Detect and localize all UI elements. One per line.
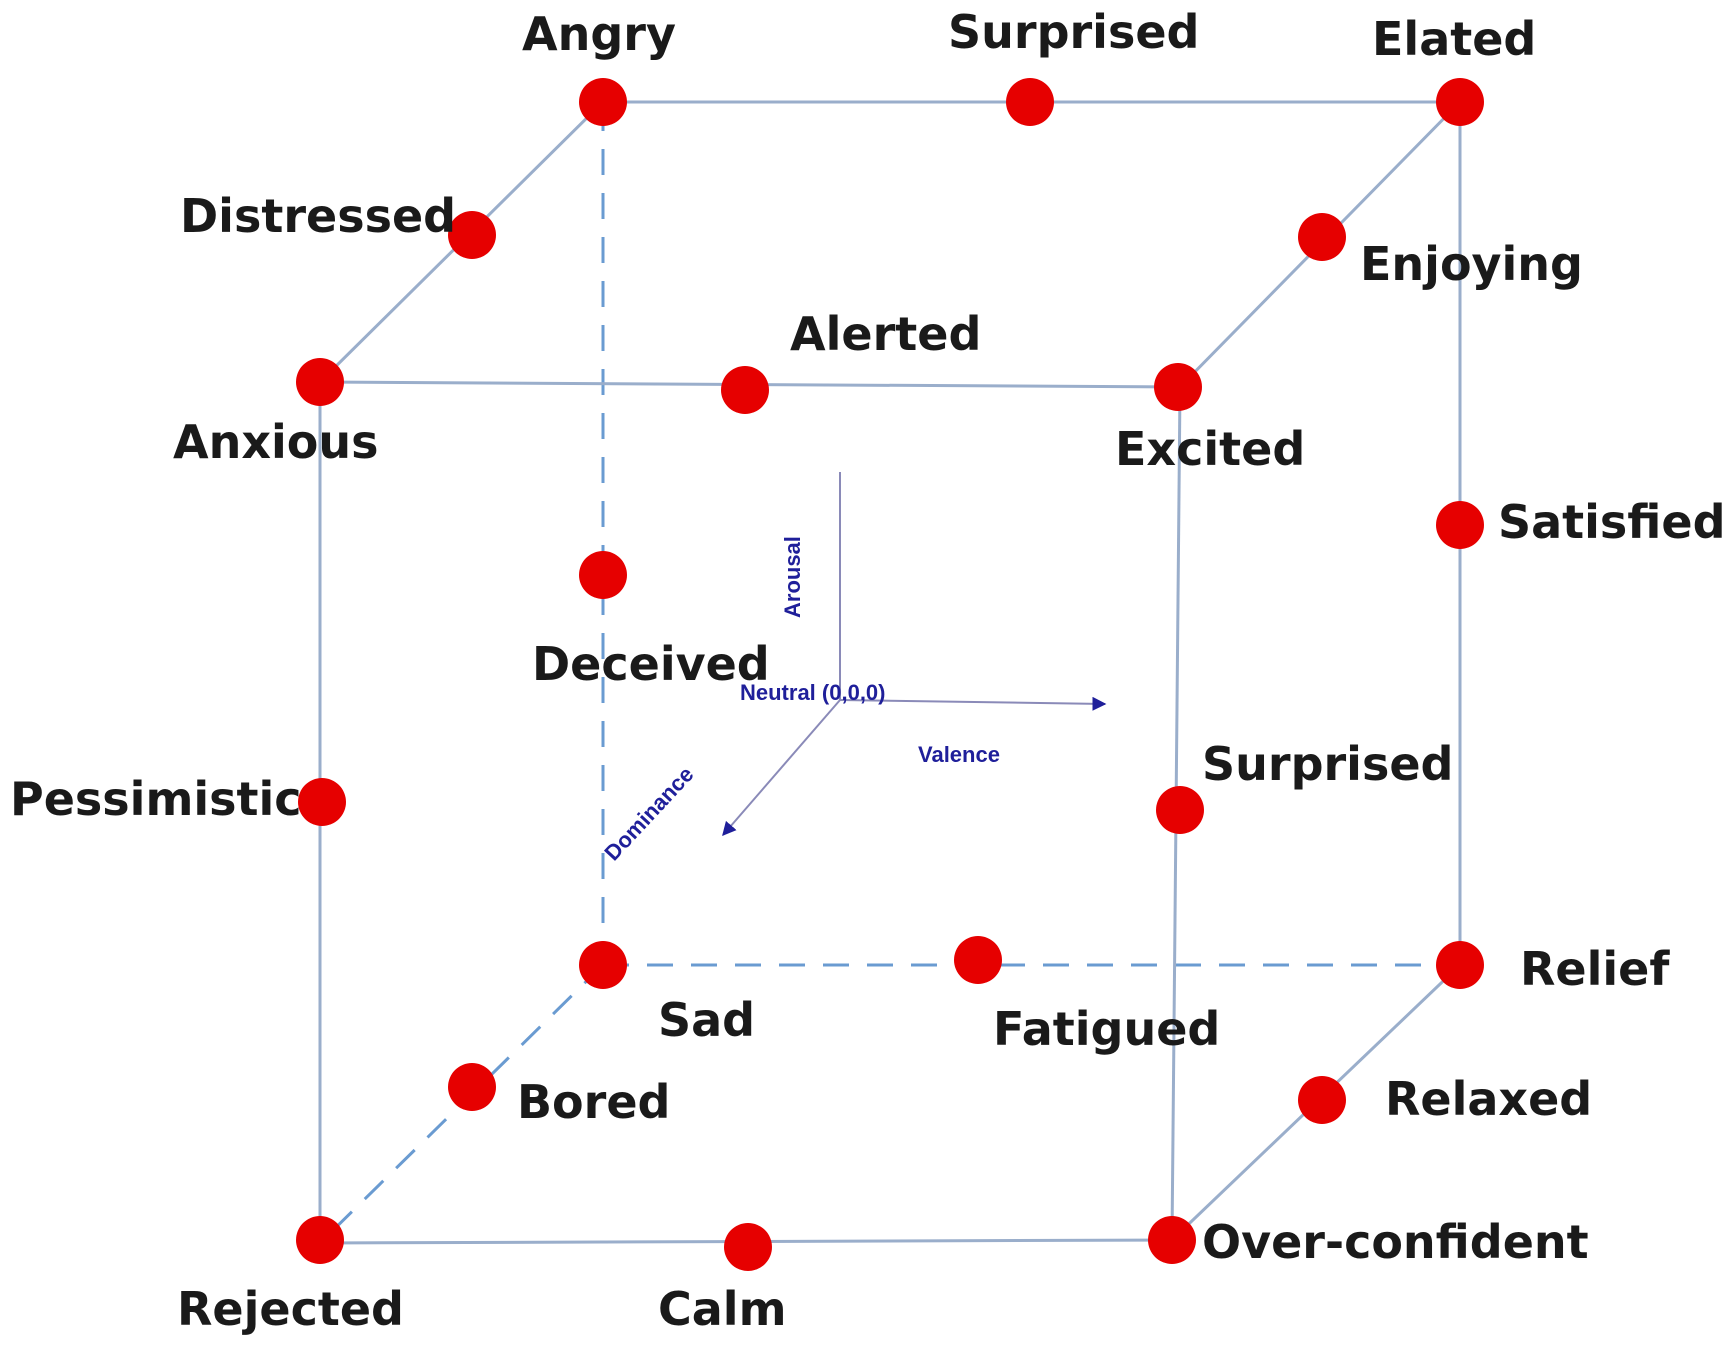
node-sad bbox=[579, 941, 627, 989]
label-relaxed: Relaxed bbox=[1385, 1072, 1592, 1126]
label-bored: Bored bbox=[517, 1075, 670, 1129]
label-relief: Relief bbox=[1520, 942, 1670, 996]
node-pessimistic bbox=[298, 778, 346, 826]
node-relief bbox=[1436, 941, 1484, 989]
dominance-axis-label: Dominance bbox=[599, 762, 698, 866]
node-enjoying bbox=[1298, 213, 1346, 261]
node-anxious bbox=[296, 358, 344, 406]
node-surprised-front bbox=[1156, 786, 1204, 834]
node-relaxed bbox=[1298, 1076, 1346, 1124]
label-satisfied: Satisfied bbox=[1498, 495, 1724, 549]
node-rejected bbox=[296, 1216, 344, 1264]
node-excited bbox=[1154, 363, 1202, 411]
node-distressed bbox=[448, 211, 496, 259]
label-sad: Sad bbox=[658, 993, 755, 1047]
node-surprised-top bbox=[1006, 78, 1054, 126]
dominance-axis-line bbox=[722, 699, 841, 837]
visible-edges bbox=[318, 100, 1462, 1245]
label-deceived: Deceived bbox=[532, 637, 770, 691]
node-satisfied bbox=[1436, 501, 1484, 549]
label-elated: Elated bbox=[1372, 12, 1536, 66]
label-rejected: Rejected bbox=[177, 1282, 404, 1336]
label-excited: Excited bbox=[1115, 422, 1305, 476]
label-enjoying: Enjoying bbox=[1360, 237, 1583, 291]
emotion-nodes bbox=[296, 78, 1484, 1271]
valence-axis-label: Valence bbox=[918, 742, 1000, 767]
label-fatigued: Fatigued bbox=[993, 1002, 1220, 1056]
node-elated bbox=[1436, 78, 1484, 126]
label-surprised-front: Surprised bbox=[1202, 737, 1453, 791]
node-alerted bbox=[721, 366, 769, 414]
arousal-axis-label: Arousal bbox=[780, 536, 805, 618]
label-distressed: Distressed bbox=[180, 189, 456, 243]
node-calm bbox=[724, 1223, 772, 1271]
node-over-confident bbox=[1148, 1216, 1196, 1264]
label-alerted: Alerted bbox=[790, 307, 981, 361]
valence-axis-line bbox=[839, 696, 1107, 711]
label-surprised-top: Surprised bbox=[948, 5, 1199, 59]
label-over-confident: Over-confident bbox=[1202, 1215, 1589, 1269]
label-angry: Angry bbox=[522, 7, 676, 61]
node-fatigued bbox=[954, 936, 1002, 984]
label-anxious: Anxious bbox=[173, 415, 379, 469]
node-angry bbox=[579, 78, 627, 126]
emotion-labels: Angry Surprised Elated Distressed Enjoyi… bbox=[10, 5, 1724, 1336]
label-calm: Calm bbox=[658, 1282, 787, 1336]
neutral-origin-label: Neutral (0,0,0) bbox=[740, 680, 886, 705]
node-bored bbox=[448, 1063, 496, 1111]
node-deceived bbox=[579, 551, 627, 599]
label-pessimistic: Pessimistic bbox=[10, 772, 302, 826]
